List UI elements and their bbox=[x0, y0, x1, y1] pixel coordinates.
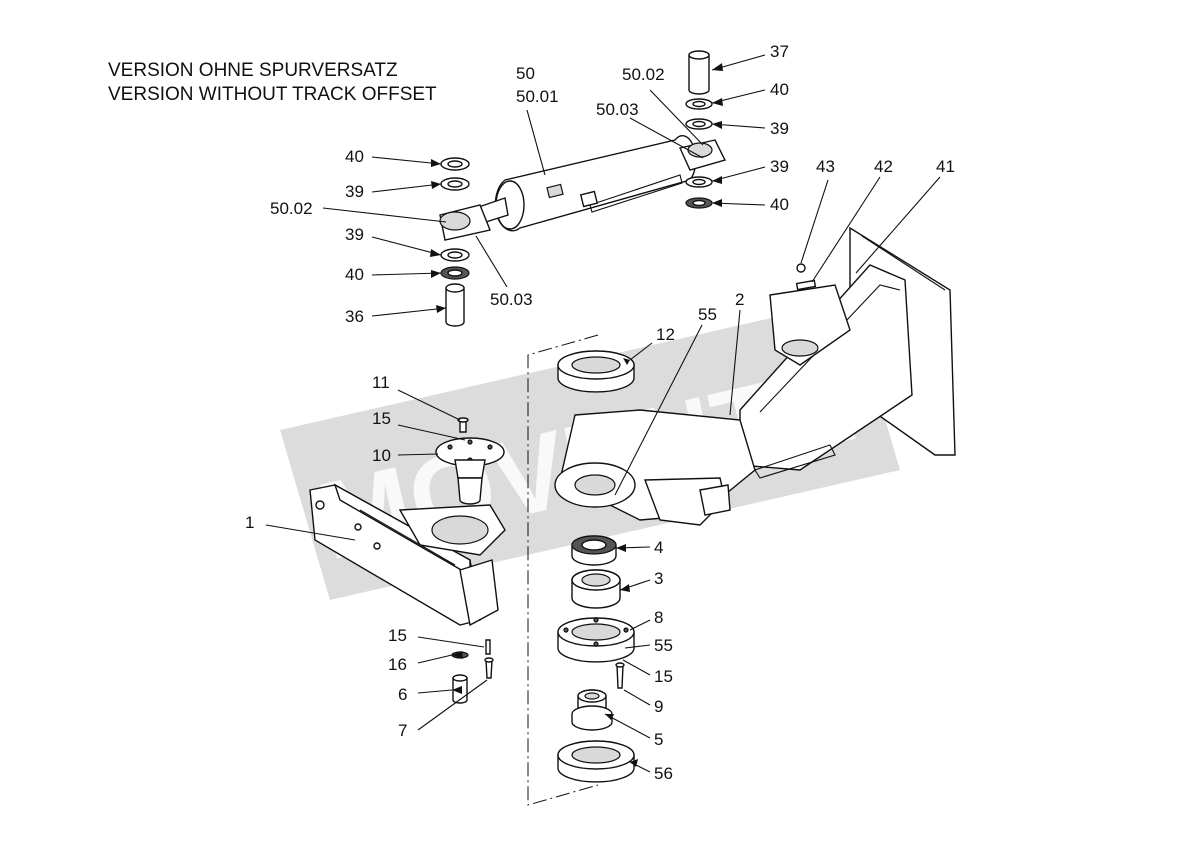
knuckle-part-1 bbox=[309, 483, 506, 627]
label-15-left: 15 bbox=[388, 626, 407, 645]
pin-36 bbox=[445, 287, 465, 327]
label-9: 9 bbox=[654, 697, 663, 716]
label-1: 1 bbox=[245, 513, 254, 532]
label-36: 36 bbox=[345, 307, 364, 326]
label-39-right-top: 39 bbox=[770, 119, 789, 138]
lower-left-hardware bbox=[451, 639, 494, 704]
label-15-right: 15 bbox=[654, 667, 673, 686]
label-16: 16 bbox=[388, 655, 407, 674]
centerline-box bbox=[527, 334, 599, 806]
leader-lines bbox=[265, 54, 941, 773]
left-pin-stack bbox=[440, 157, 470, 327]
label-50-03-left: 50.03 bbox=[490, 290, 533, 309]
label-15-top: 15 bbox=[372, 409, 391, 428]
label-40-left-bottom: 40 bbox=[345, 265, 364, 284]
part-labels: 37 40 39 39 40 50.02 50.03 50 50.01 40 3… bbox=[245, 42, 955, 783]
cylinder-body bbox=[494, 135, 697, 232]
label-3: 3 bbox=[654, 569, 663, 588]
label-41: 41 bbox=[936, 157, 955, 176]
label-5: 5 bbox=[654, 730, 663, 749]
right-pin-stack bbox=[685, 50, 713, 209]
kingpin-assembly bbox=[435, 417, 505, 505]
label-39-left-top: 39 bbox=[345, 182, 364, 201]
label-7: 7 bbox=[398, 721, 407, 740]
label-55-top: 55 bbox=[698, 305, 717, 324]
label-50-03-right: 50.03 bbox=[596, 100, 639, 119]
label-42: 42 bbox=[874, 157, 893, 176]
label-11: 11 bbox=[372, 373, 390, 392]
label-2: 2 bbox=[735, 290, 744, 309]
bearing-stack bbox=[557, 350, 635, 783]
label-10: 10 bbox=[372, 446, 391, 465]
main-arm bbox=[554, 226, 956, 526]
label-4: 4 bbox=[654, 538, 663, 557]
label-50-01: 50.01 bbox=[516, 87, 559, 106]
label-39-left-bottom: 39 bbox=[345, 225, 364, 244]
label-50-02-right: 50.02 bbox=[622, 65, 665, 84]
label-43: 43 bbox=[816, 157, 835, 176]
label-37: 37 bbox=[770, 42, 789, 61]
label-12: 12 bbox=[656, 325, 675, 344]
label-8: 8 bbox=[654, 608, 663, 627]
label-39-right-bottom: 39 bbox=[770, 157, 789, 176]
label-50-02-left: 50.02 bbox=[270, 199, 313, 218]
title-line-german: VERSION OHNE SPURVERSATZ bbox=[108, 60, 398, 81]
label-40-right-top: 40 bbox=[770, 80, 789, 99]
label-40-right-bottom: 40 bbox=[770, 195, 789, 214]
label-56: 56 bbox=[654, 764, 673, 783]
label-55-bottom: 55 bbox=[654, 636, 673, 655]
label-50: 50 bbox=[516, 64, 535, 83]
pin-37 bbox=[688, 54, 710, 95]
title-line-english: VERSION WITHOUT TRACK OFFSET bbox=[108, 84, 437, 105]
cylinder-assembly bbox=[439, 135, 727, 241]
label-40-left-top: 40 bbox=[345, 147, 364, 166]
label-6: 6 bbox=[398, 685, 407, 704]
